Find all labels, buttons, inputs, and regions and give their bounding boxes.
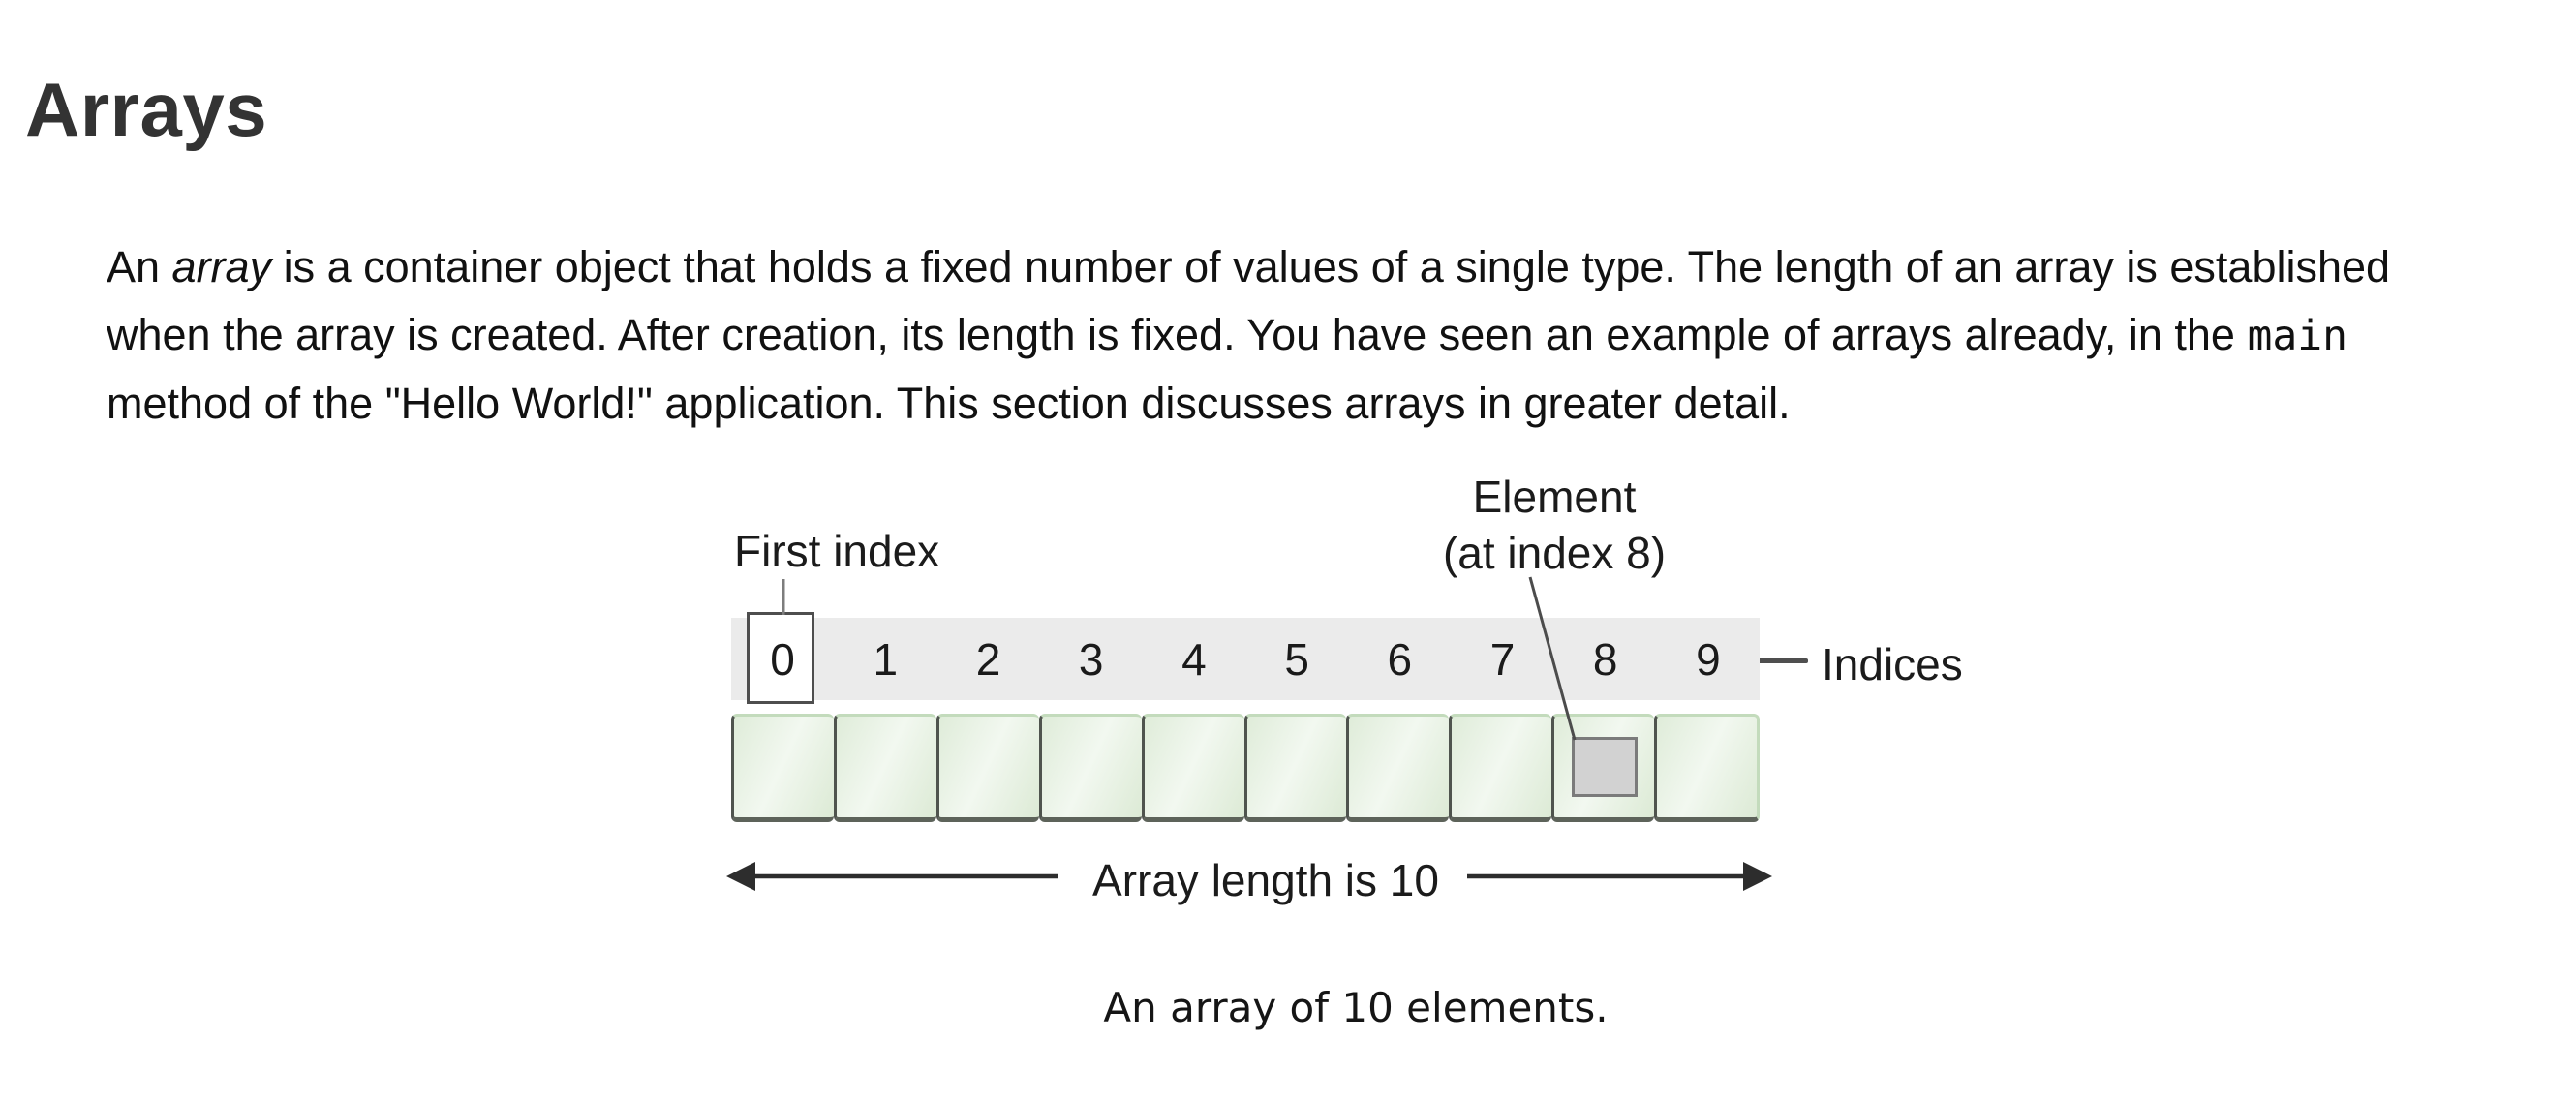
index-cell-1: 1 xyxy=(873,633,899,685)
array-cell-5 xyxy=(1243,714,1347,822)
index-cell-0: 0 xyxy=(770,633,795,685)
array-cell-9 xyxy=(1654,714,1761,822)
italic-term-array: array xyxy=(171,242,272,291)
array-cell-0 xyxy=(731,714,834,822)
array-cell-2 xyxy=(935,714,1039,822)
index-cell-7: 7 xyxy=(1489,633,1516,685)
index-cell-2: 2 xyxy=(975,633,1001,685)
array-diagram: Element (at index 8) First index 0 1 2 3… xyxy=(717,465,1995,920)
index-cell-5: 5 xyxy=(1284,633,1309,685)
array-cell-8 xyxy=(1551,714,1655,822)
intro-paragraph: An array is a container object that hold… xyxy=(107,233,2489,438)
length-arrow-head-right-icon xyxy=(1743,862,1772,891)
array-length-label: Array length is 10 xyxy=(1092,855,1439,905)
array-cell-7 xyxy=(1449,714,1552,822)
index-cell-9: 9 xyxy=(1696,633,1721,685)
array-cells-row xyxy=(731,714,1761,822)
index-cell-3: 3 xyxy=(1078,633,1104,685)
element-callout-label: Element (at index 8) xyxy=(1361,469,1748,581)
length-arrow-head-left-icon xyxy=(726,862,755,891)
index-cell-6: 6 xyxy=(1387,633,1413,685)
array-cell-1 xyxy=(833,714,936,822)
indices-row: 0 1 2 3 4 5 6 7 8 9 xyxy=(731,618,1760,700)
element-callout-line2: (at index 8) xyxy=(1442,528,1667,578)
indices-bar xyxy=(731,618,1760,700)
page-title: Arrays xyxy=(25,67,268,153)
array-cell-4 xyxy=(1141,714,1244,822)
index-cell-8: 8 xyxy=(1592,633,1618,685)
indices-label: Indices xyxy=(1822,639,1963,689)
paragraph-text: method of the "Hello World!" application… xyxy=(107,379,1791,428)
first-index-highlight-box xyxy=(747,612,814,704)
paragraph-text: An xyxy=(107,242,172,291)
code-term-main: main xyxy=(2247,312,2347,360)
figure-caption: An array of 10 elements. xyxy=(1103,984,1609,1031)
first-index-label: First index xyxy=(734,526,940,576)
element-at-index-8-box xyxy=(1571,737,1638,797)
paragraph-text: is a container object that holds a fixed… xyxy=(107,242,2391,359)
indices-pointer-dash xyxy=(1746,658,1808,663)
array-cell-3 xyxy=(1038,714,1142,822)
element-callout-line1: Element xyxy=(1472,472,1637,522)
array-cell-6 xyxy=(1346,714,1450,822)
index-cell-4: 4 xyxy=(1181,633,1207,685)
